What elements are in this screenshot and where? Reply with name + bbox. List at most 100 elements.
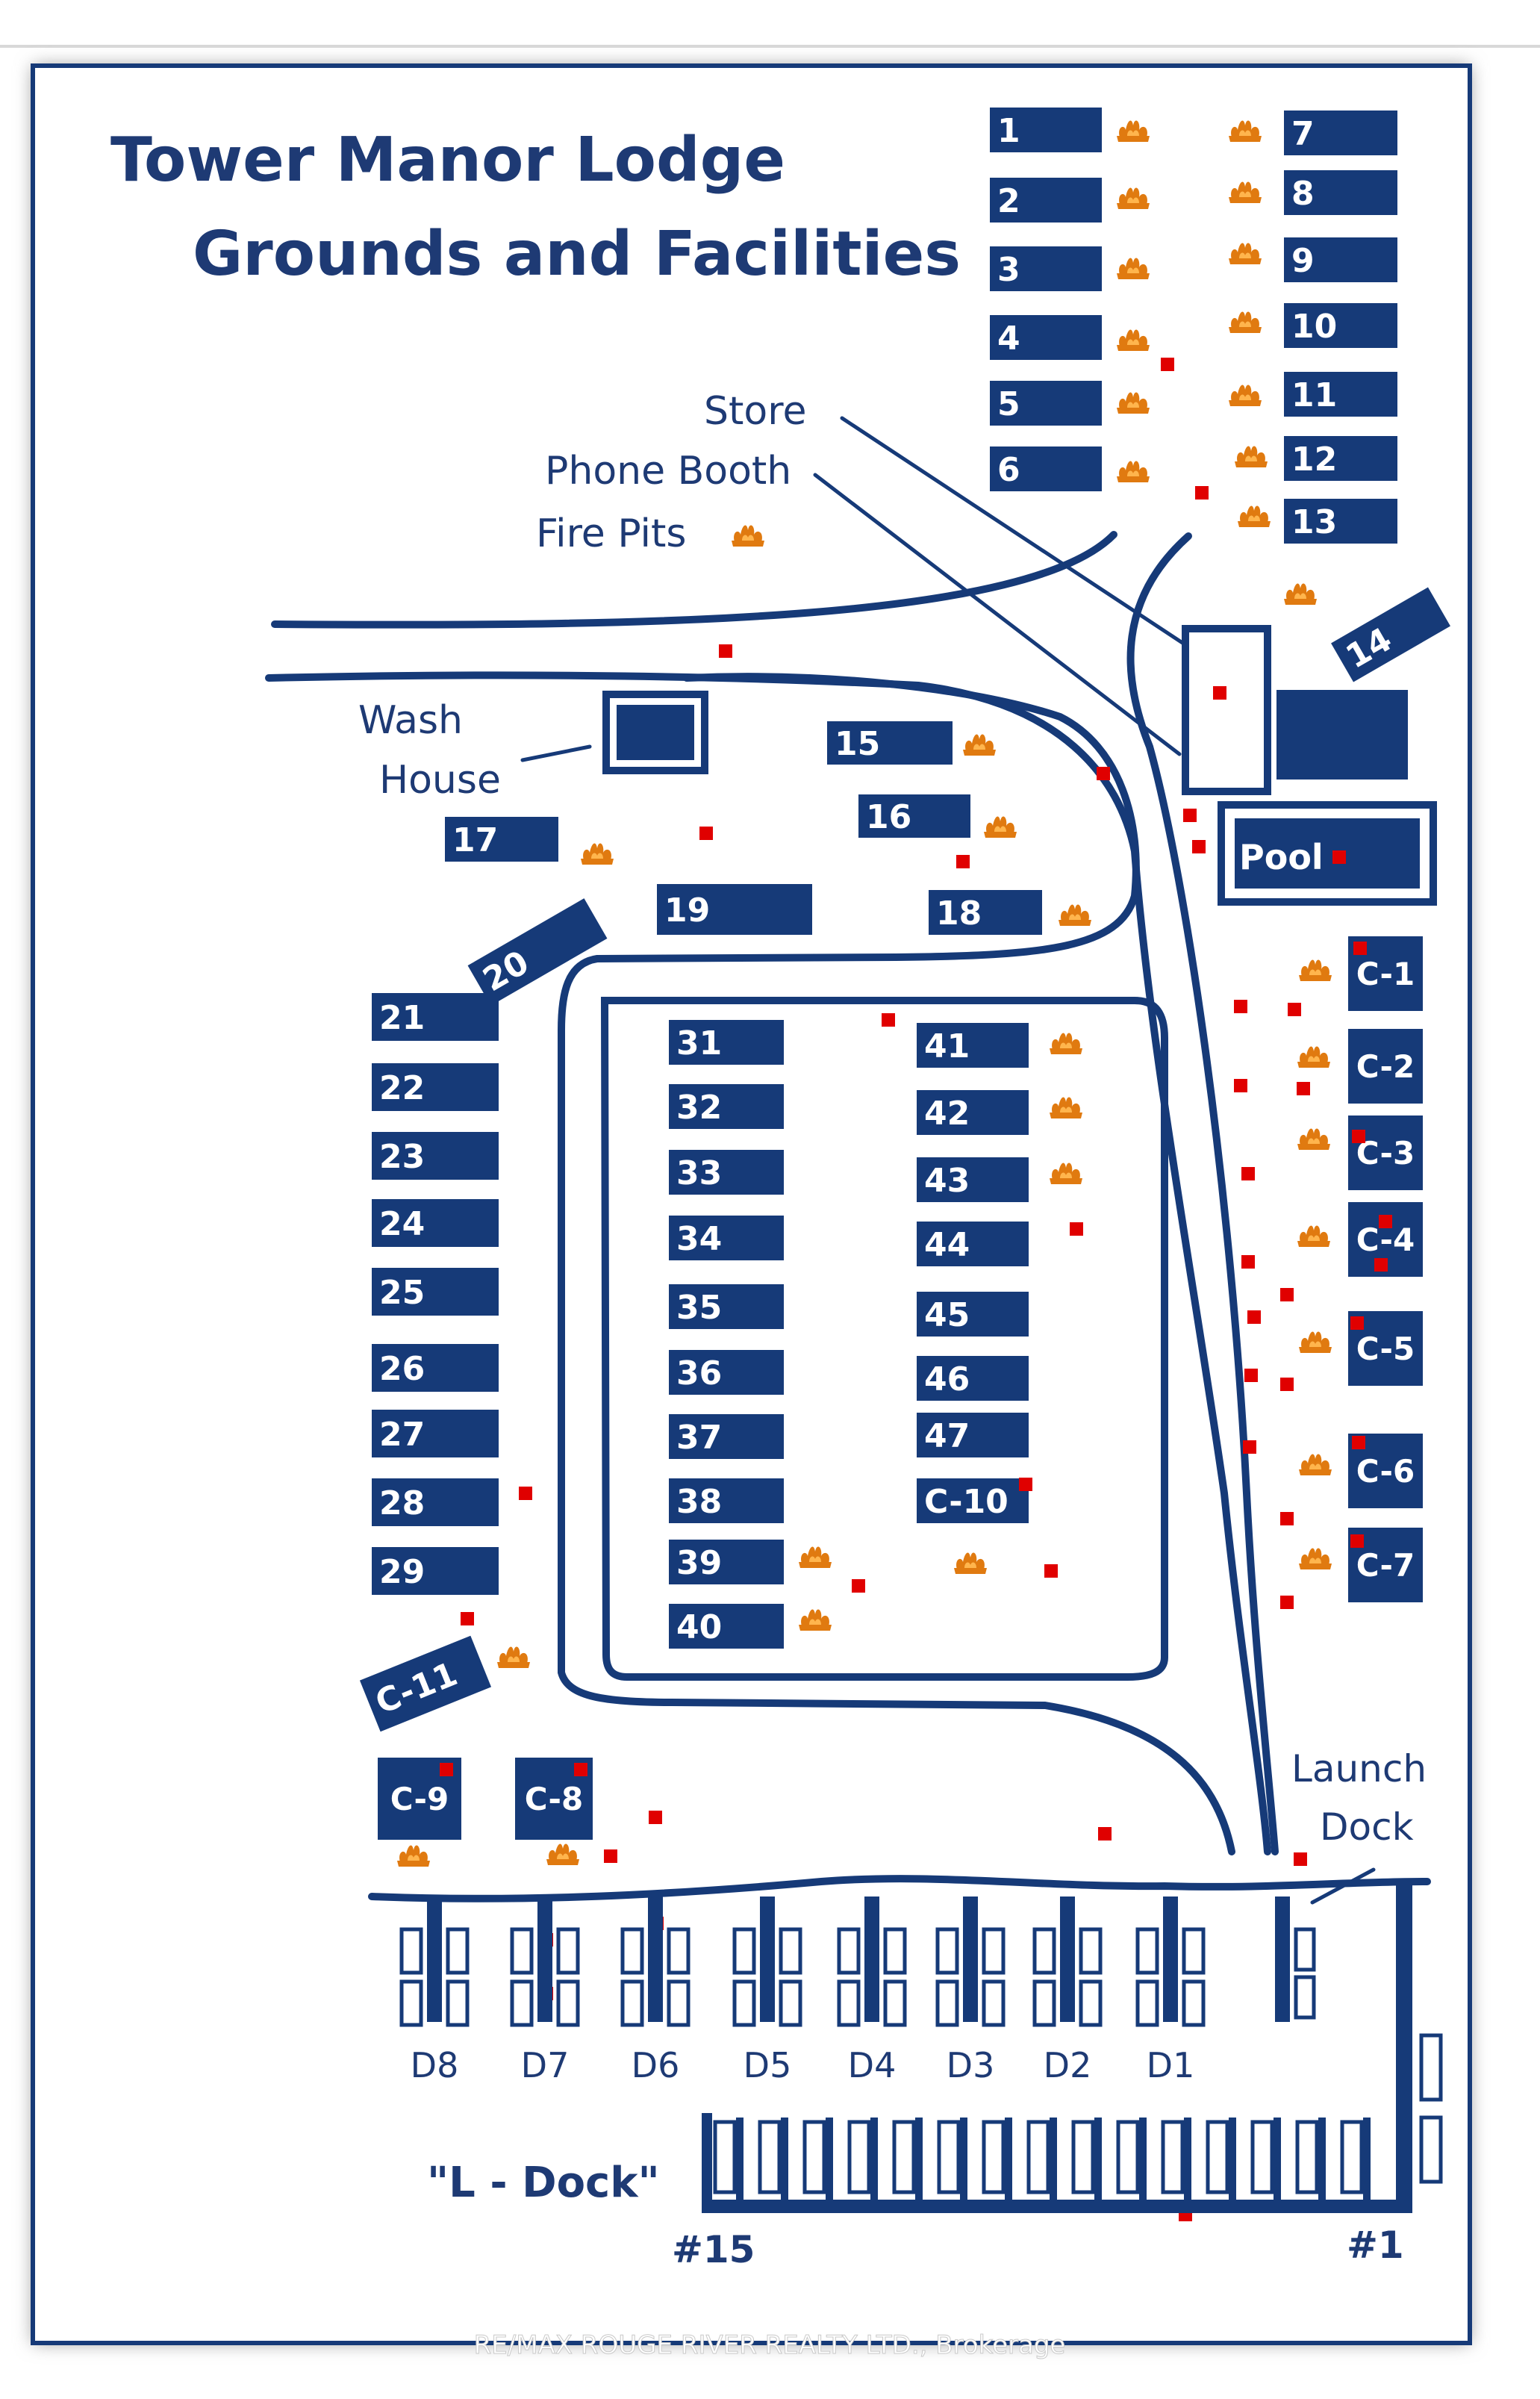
pool	[1218, 801, 1437, 906]
l-dock-end-label: #1	[1347, 2224, 1404, 2267]
unit-31: 31	[669, 1020, 784, 1065]
dock-label: D8	[411, 2045, 459, 2085]
unit-label: 5	[997, 385, 1020, 423]
unit-35: 35	[669, 1284, 784, 1329]
red-square-marker	[1350, 1534, 1364, 1548]
unit-label: 32	[676, 1089, 722, 1127]
unit-34: 34	[669, 1216, 784, 1260]
red-square-marker	[1070, 1222, 1083, 1236]
unit-label: C-5	[1356, 1331, 1415, 1367]
unit-label: 8	[1291, 175, 1315, 213]
unit-42: 42	[917, 1090, 1029, 1135]
unit-label: 15	[835, 725, 880, 763]
red-square-marker	[1098, 1827, 1112, 1841]
dock-d3: D3	[935, 1897, 1006, 2085]
red-square-marker	[1379, 1215, 1392, 1228]
unit-label: 23	[379, 1138, 425, 1176]
red-square-marker	[440, 1763, 453, 1776]
store-building	[1182, 625, 1271, 795]
unit-label: 27	[379, 1416, 425, 1454]
unit-37: 37	[669, 1414, 784, 1459]
unit-label: 44	[924, 1226, 970, 1264]
markers	[440, 358, 1392, 2221]
unit-21: 21	[372, 993, 499, 1041]
unit-25: 25	[372, 1268, 499, 1316]
dock-label: D3	[947, 2045, 995, 2085]
unit-33: 33	[669, 1150, 784, 1195]
dock-label: D1	[1147, 2045, 1195, 2085]
unit-label: C-10	[924, 1483, 1009, 1521]
red-square-marker	[1280, 1288, 1294, 1301]
red-square-marker	[1350, 1316, 1364, 1330]
red-square-marker	[519, 1487, 532, 1500]
unit-label: C-8	[525, 1781, 583, 1817]
dock-label: D5	[743, 2045, 792, 2085]
unit-47: 47	[917, 1413, 1029, 1457]
red-square-marker	[956, 855, 970, 868]
red-square-marker	[1192, 840, 1206, 853]
unit-28: 28	[372, 1478, 499, 1526]
unit-16: 16	[858, 794, 970, 838]
red-square-marker	[1294, 1852, 1307, 1866]
unit-label: 43	[924, 1162, 970, 1200]
unit-44: 44	[917, 1222, 1029, 1266]
unit-label: 9	[1291, 242, 1315, 280]
unit-label: 42	[924, 1095, 970, 1133]
unit-label: 16	[866, 798, 911, 836]
store-road	[1126, 532, 1279, 1855]
unit-label: 2	[997, 182, 1020, 220]
unit-label: 11	[1291, 376, 1337, 414]
store-pointer	[840, 416, 1218, 667]
dock-d8: D8	[399, 1897, 470, 2085]
unit-c-1: C-1	[1348, 936, 1423, 1011]
launch-dock-label-line2: Dock	[1320, 1805, 1414, 1849]
unit-1: 1	[990, 108, 1102, 152]
unit-label: 31	[676, 1024, 722, 1062]
red-square-marker	[1352, 1436, 1365, 1449]
unit-label: 36	[676, 1354, 722, 1393]
unit-4: 4	[990, 315, 1102, 360]
unit-label: 45	[924, 1296, 970, 1334]
unit-label: 24	[379, 1205, 425, 1243]
store-annex	[1276, 690, 1408, 780]
unit-label: 28	[379, 1484, 425, 1522]
unit-15: 15	[827, 721, 953, 765]
wash-house-label-line1: Wash	[358, 698, 463, 743]
red-square-marker	[461, 1612, 474, 1625]
unit-7: 7	[1284, 111, 1397, 155]
unit-8: 8	[1284, 170, 1397, 215]
unit-c-9: C-9	[378, 1758, 461, 1840]
dock-label: D2	[1044, 2045, 1092, 2085]
red-square-marker	[1352, 1130, 1365, 1143]
dock-d1: D1	[1135, 1897, 1206, 2085]
unit-c-4: C-4	[1348, 1202, 1423, 1277]
red-square-marker	[1288, 1003, 1301, 1016]
red-square-marker	[882, 1013, 895, 1027]
unit-label: C-1	[1356, 956, 1415, 992]
units: 1234567891011121314151617181920212223242…	[359, 108, 1450, 1840]
unit-label: 38	[676, 1483, 722, 1521]
wash-pointer	[520, 744, 592, 762]
unit-label: 13	[1291, 503, 1337, 541]
dock-d6: D6	[620, 1897, 690, 2085]
unit-13: 13	[1284, 499, 1397, 544]
dock-label: D7	[521, 2045, 570, 2085]
unit-32: 32	[669, 1084, 784, 1129]
red-square-marker	[1019, 1478, 1032, 1491]
unit-17: 17	[445, 817, 558, 862]
watermark: RE/MAX ROUGE RIVER REALTY LTD., Brokerag…	[474, 2330, 1066, 2360]
map-title-line1: Tower Manor Lodge	[110, 125, 785, 196]
unit-12: 12	[1284, 436, 1397, 481]
unit-label: C-3	[1356, 1135, 1415, 1172]
red-square-marker	[1297, 1082, 1310, 1095]
unit-label: 25	[379, 1274, 425, 1312]
dock-label: D4	[848, 2045, 897, 2085]
unit-19: 19	[657, 884, 812, 935]
red-square-marker	[1280, 1596, 1294, 1609]
unit-label: C-6	[1356, 1453, 1415, 1490]
unit-label: 1	[997, 112, 1020, 150]
unit-label: 18	[936, 894, 982, 933]
legend-phone-booth: Phone Booth	[545, 449, 791, 494]
shoreline	[368, 1875, 1431, 1902]
